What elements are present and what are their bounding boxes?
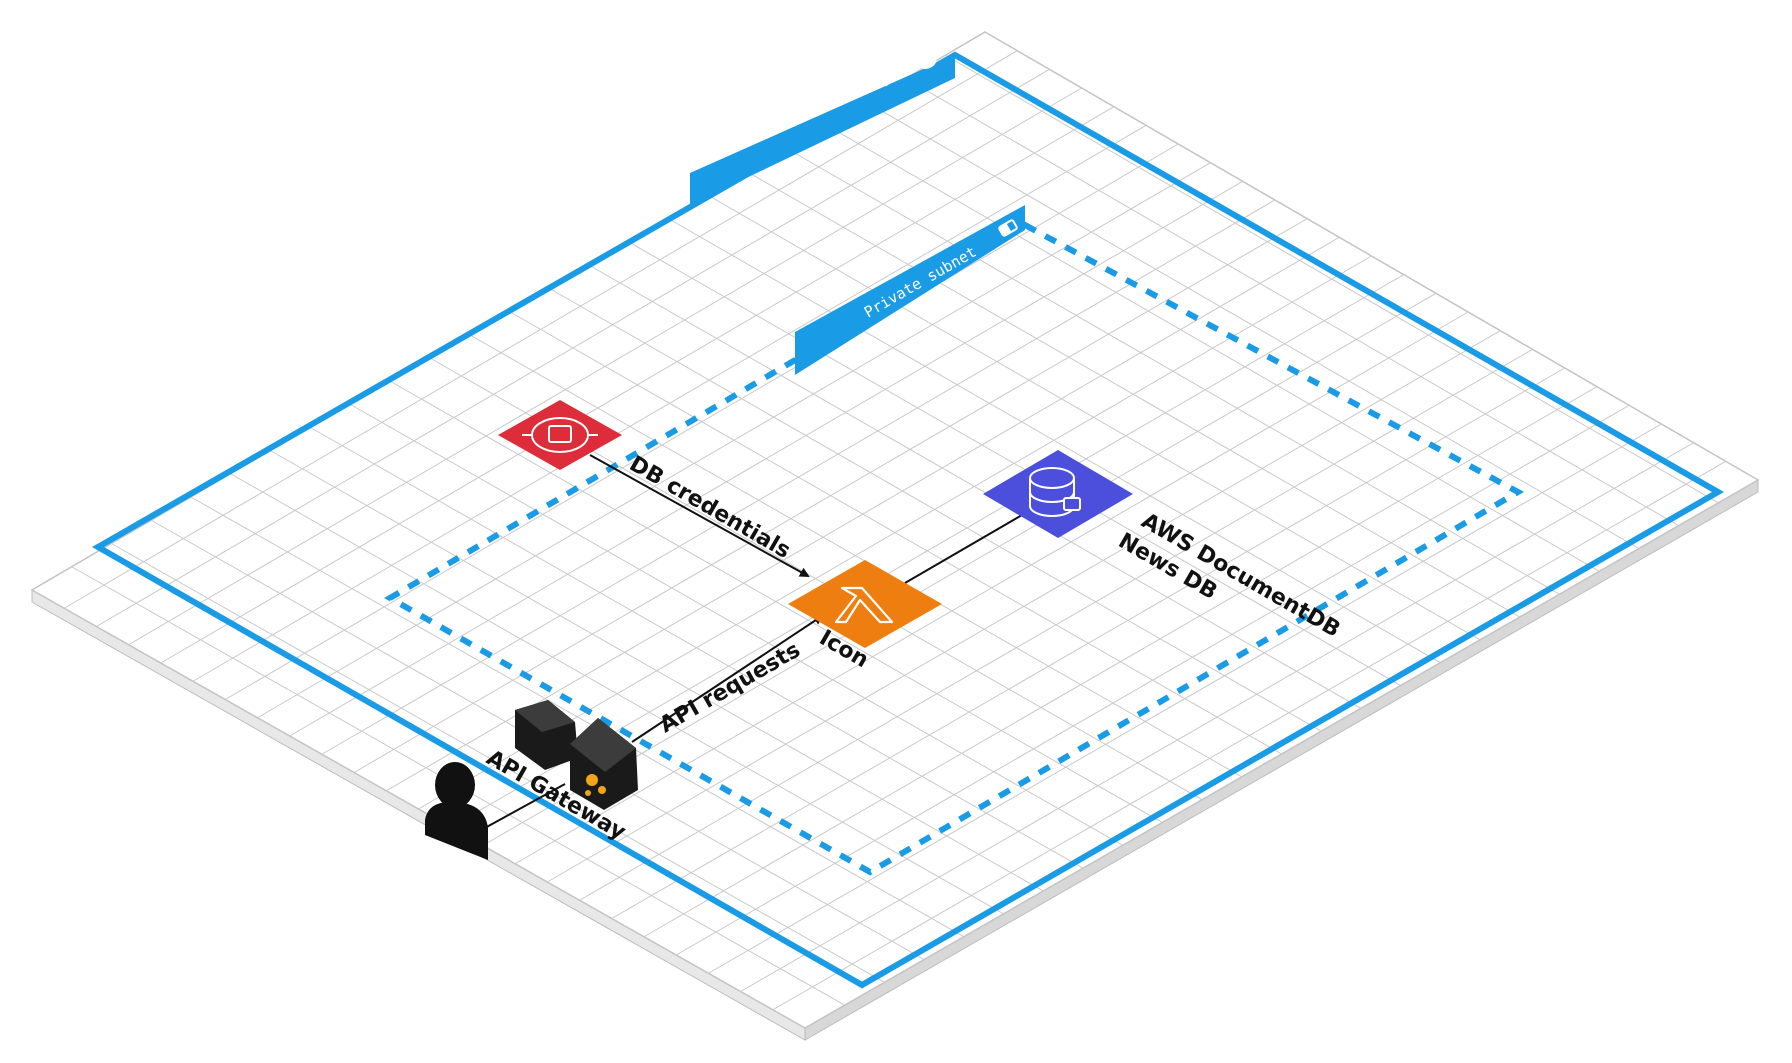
floor-grid <box>63 50 1727 1011</box>
edge-lambda-to-documentdb <box>904 514 1023 584</box>
gear-icon <box>585 774 606 796</box>
user-icon <box>425 762 488 860</box>
grid-line <box>786 147 1560 595</box>
edges <box>482 454 1023 830</box>
lambda-node[interactable] <box>788 560 942 648</box>
grid-line <box>190 496 965 938</box>
grid-line <box>825 124 1600 572</box>
grid-line <box>746 171 1520 618</box>
grid-line <box>230 473 1004 915</box>
documentdb-icon <box>1029 467 1081 517</box>
vpc-tab <box>690 55 955 205</box>
grid-line <box>468 333 1243 778</box>
grid-line <box>706 194 1481 641</box>
grid-line <box>111 543 885 983</box>
documentdb-tile <box>983 450 1133 538</box>
cloud-icon <box>917 55 937 70</box>
private-subnet-boundary <box>384 221 1525 876</box>
grid-line <box>389 380 1163 823</box>
grid-line <box>309 426 1084 869</box>
secrets-manager-icon <box>522 417 598 453</box>
grid-line <box>905 78 1679 527</box>
private-subnet-tab <box>795 205 1025 375</box>
edge-user-to-gateway <box>482 783 566 830</box>
lambda-icon <box>834 586 894 624</box>
floor-plate <box>30 31 1760 1029</box>
edge-secrets-to-lambda <box>589 454 810 577</box>
secrets-manager-node[interactable] <box>498 400 622 470</box>
user-node[interactable] <box>425 762 488 860</box>
vpc-boundary <box>91 51 1725 989</box>
grid-line <box>349 403 1123 846</box>
grid-line <box>627 240 1401 686</box>
grid-line <box>865 101 1640 549</box>
grid-line <box>547 287 1322 732</box>
floor <box>30 31 1760 1041</box>
grid-line <box>667 217 1441 664</box>
api-gateway-icon <box>515 700 638 810</box>
lock-icon <box>998 219 1018 237</box>
grid-line <box>270 450 1044 892</box>
grid-line <box>945 54 1719 504</box>
edge-gateway-to-lambda <box>631 614 824 743</box>
grid-line <box>587 264 1362 709</box>
secrets-manager-tile <box>498 400 622 470</box>
grid-line <box>508 310 1282 755</box>
